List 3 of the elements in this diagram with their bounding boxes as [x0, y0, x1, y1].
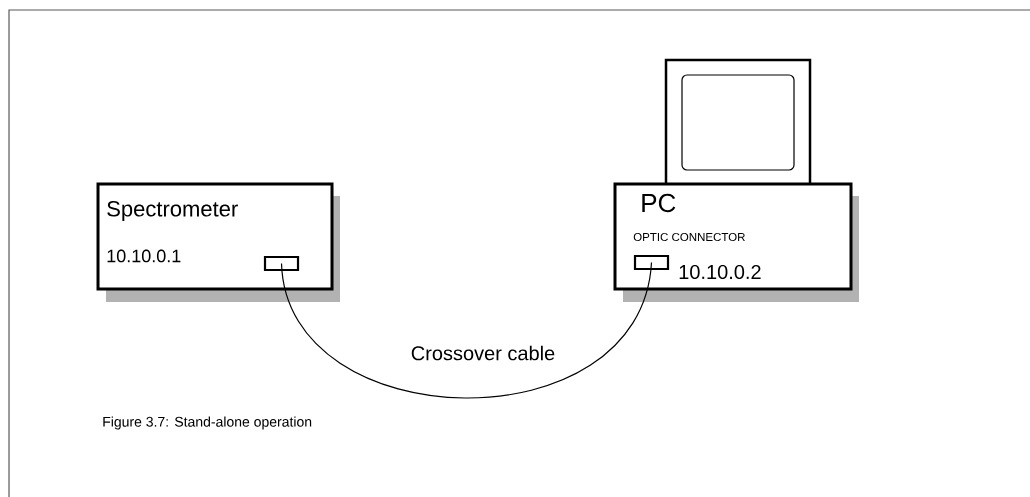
cable	[280, 261, 653, 399]
figure-caption: Figure 3.7: Stand-alone operation	[103, 416, 312, 430]
edge-label: Crossover cable	[409, 344, 557, 362]
